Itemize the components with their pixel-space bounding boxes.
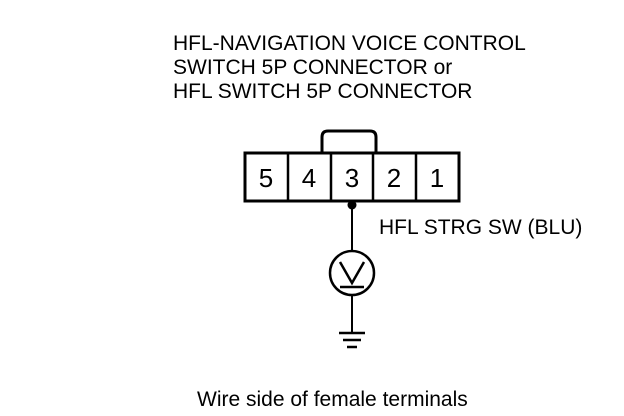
- voltmeter-icon: [328, 249, 376, 297]
- title-line-3: HFL SWITCH 5P CONNECTOR: [173, 80, 473, 103]
- wire-label: HFL STRG SW (BLU): [379, 216, 583, 239]
- terminal-2-label: 2: [387, 163, 401, 193]
- terminal-1-label: 1: [430, 163, 444, 193]
- connector-body: [243, 151, 461, 203]
- title-line-1: HFL-NAVIGATION VOICE CONTROL: [173, 32, 526, 55]
- connector-latch: [320, 129, 378, 153]
- title-line-2: SWITCH 5P CONNECTOR or: [173, 56, 453, 79]
- diagram-title: HFL-NAVIGATION VOICE CONTROL SWITCH 5P C…: [173, 32, 526, 104]
- terminal-5-label: 5: [259, 163, 273, 193]
- terminal-3-label: 3: [345, 163, 359, 193]
- diagram-caption: Wire side of female terminals: [197, 388, 468, 411]
- terminal-4-label: 4: [302, 163, 316, 193]
- ground-icon: [339, 331, 365, 349]
